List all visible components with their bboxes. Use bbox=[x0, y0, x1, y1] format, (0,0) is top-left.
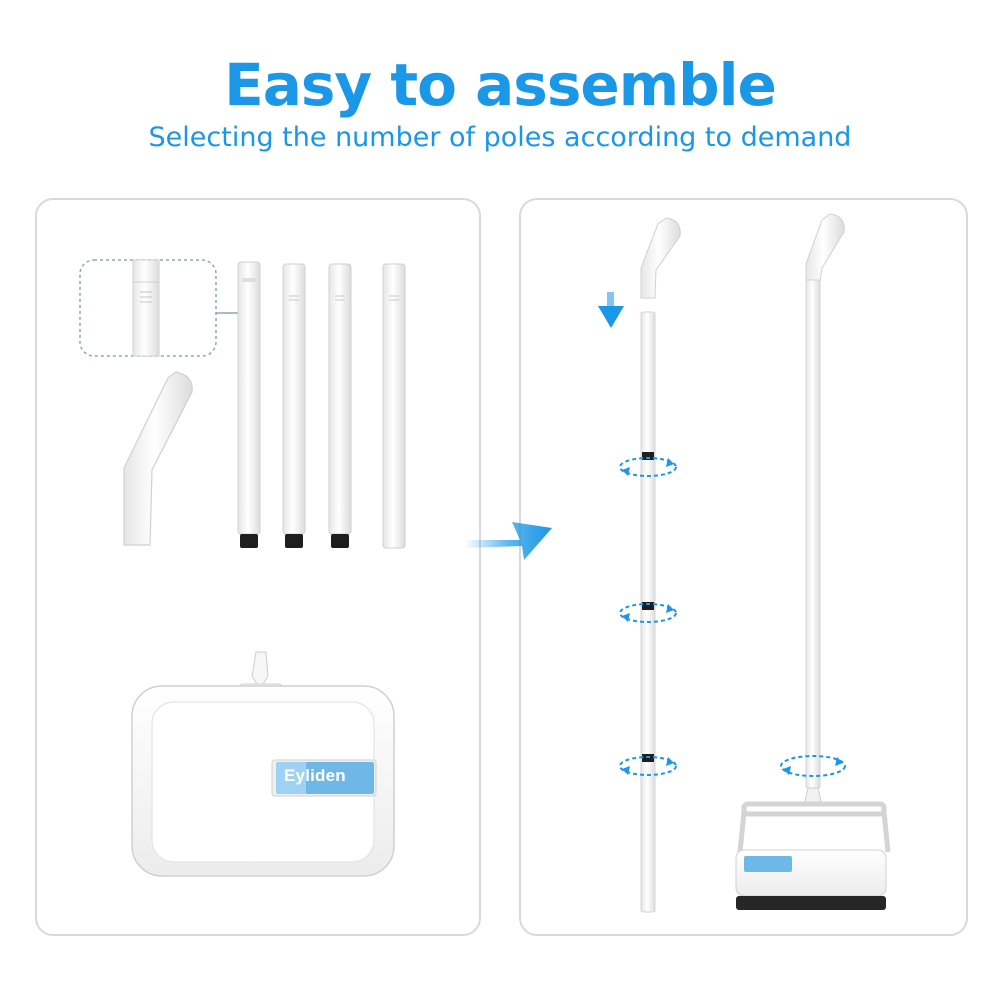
pole-segment-3 bbox=[328, 263, 352, 548]
rotate-icon bbox=[619, 603, 677, 623]
arrow-right-icon bbox=[465, 522, 552, 560]
sweeper-base-part bbox=[131, 651, 395, 877]
page-title: Easy to assemble bbox=[224, 51, 777, 119]
rotate-icon bbox=[780, 755, 846, 777]
stacked-pole bbox=[640, 217, 681, 913]
page-subtitle: Selecting the number of poles according … bbox=[148, 122, 852, 153]
pole-segment-4 bbox=[382, 263, 406, 549]
brand-label: Eyliden bbox=[284, 766, 346, 785]
curved-handle-part bbox=[123, 371, 193, 546]
arrow-down-icon bbox=[598, 292, 624, 328]
assembled-sweeper bbox=[735, 213, 891, 910]
rotate-icon bbox=[619, 756, 677, 776]
rotate-icon bbox=[619, 457, 677, 477]
pole-segment-2 bbox=[282, 263, 306, 548]
joint-detail-zoom bbox=[79, 259, 243, 357]
pole-segment-1 bbox=[237, 261, 261, 548]
